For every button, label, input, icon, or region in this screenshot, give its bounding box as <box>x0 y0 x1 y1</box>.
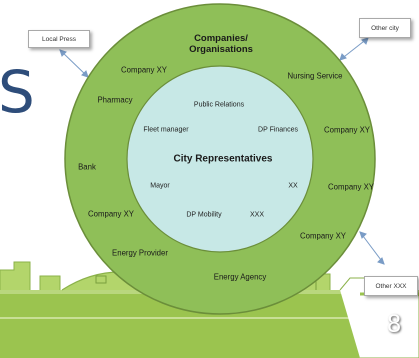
outer-label: Nursing Service <box>287 71 343 81</box>
inner-label: XX <box>288 182 298 190</box>
inner-label: Public Relations <box>193 101 245 109</box>
outer-label: Company XY <box>300 231 346 241</box>
outer-label: Company XY <box>328 182 374 192</box>
outer-label: Company XY <box>121 65 167 75</box>
external-box-label: Local Press <box>42 35 76 43</box>
outer-label: Bank <box>78 162 96 172</box>
inner-label: XXX <box>249 211 265 219</box>
outer-label: Company XY <box>88 209 134 219</box>
inner-circle <box>126 65 314 253</box>
outer-label: Energy Provider <box>112 248 168 258</box>
connectors <box>59 37 385 265</box>
center-label: City Representatives <box>173 153 273 165</box>
outer-label: Pharmacy <box>97 95 133 105</box>
outer-label: Company XY <box>324 125 370 135</box>
page-number: 8 <box>387 310 401 338</box>
diagram-title: Companies/ Organisations <box>189 33 253 55</box>
external-box-other-xxx: Other XXX <box>364 276 418 296</box>
external-box-label: Other city <box>371 24 399 32</box>
inner-label: DP Mobility <box>186 211 222 219</box>
external-box-local-press: Local Press <box>28 30 90 48</box>
inner-label: Fleet manager <box>143 126 189 134</box>
slide-edge-letter: S <box>0 58 35 126</box>
inner-label: Mayor <box>150 182 170 190</box>
external-box-label: Other XXX <box>375 282 407 290</box>
external-box-other-city: Other city <box>359 18 411 38</box>
inner-label: DP Finances <box>258 126 298 134</box>
outer-label: Energy Agency <box>213 272 267 282</box>
